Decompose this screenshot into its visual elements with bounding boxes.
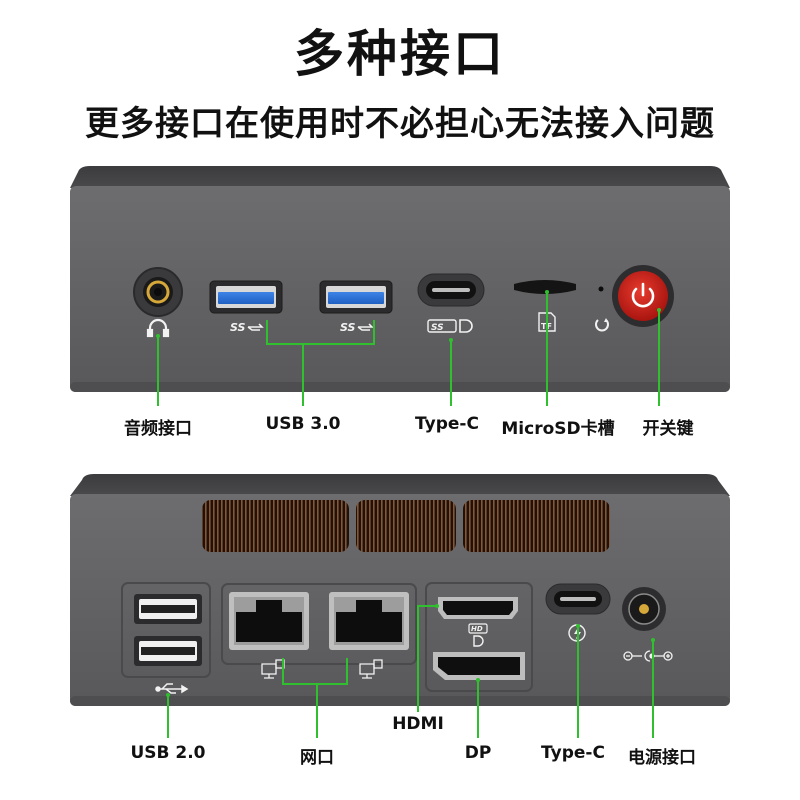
ethernet-port-1: [229, 592, 309, 650]
svg-text:HD: HD: [471, 625, 483, 633]
power-icon: [631, 282, 655, 308]
ss-displayport-icon: SS: [427, 319, 473, 333]
label-ethernet: 网口: [300, 748, 334, 768]
label-type-c-front: Type-C: [415, 414, 479, 434]
label-dc-power: 电源接口: [628, 748, 696, 768]
front-panel: SS SS SS TF: [70, 166, 730, 406]
status-led: [598, 286, 604, 292]
power-button[interactable]: [612, 265, 674, 327]
displayport-port: [433, 652, 525, 680]
back-callout-lines: [167, 605, 654, 738]
usb3-port-2: [319, 280, 393, 314]
back-panel: HD: [70, 474, 730, 738]
usb-icon: [155, 683, 189, 694]
label-audio-jack: 音频接口: [124, 419, 192, 439]
front-callout-lines: [157, 292, 660, 406]
svg-text:SS: SS: [340, 321, 356, 334]
power-indicator-icon: [595, 318, 609, 332]
svg-text:SS: SS: [230, 321, 246, 334]
headphone-icon: [146, 318, 170, 338]
usb2-port-2: [134, 636, 202, 666]
label-usb2: USB 2.0: [130, 743, 206, 763]
label-type-c-back: Type-C: [541, 743, 605, 763]
usb3-port-1: [209, 280, 283, 314]
label-microsd: MicroSD卡槽: [501, 419, 615, 439]
label-hdmi: HDMI: [392, 714, 444, 734]
page-title: 多种接口: [294, 25, 506, 83]
svg-text:SS: SS: [431, 323, 444, 333]
type-c-port-back: [545, 583, 611, 615]
usb2-port-1: [134, 594, 202, 624]
hdmi-port: [438, 597, 518, 619]
label-usb3: USB 3.0: [265, 414, 341, 434]
audio-jack: [133, 267, 183, 317]
microsd-slot: [514, 280, 576, 294]
ethernet-port-2: [329, 592, 409, 650]
label-power-button: 开关键: [642, 419, 694, 439]
dc-power-jack: [622, 587, 666, 631]
ss-usb-icon: SS SS: [230, 321, 374, 334]
dc-polarity-icon: [623, 650, 673, 662]
type-c-port-front: [417, 273, 485, 307]
page-subtitle: 更多接口在使用时不必担心无法接入问题: [85, 104, 715, 144]
label-dp: DP: [464, 743, 492, 763]
hdmi-icon: HD: [468, 623, 488, 647]
air-vents: [202, 500, 610, 552]
